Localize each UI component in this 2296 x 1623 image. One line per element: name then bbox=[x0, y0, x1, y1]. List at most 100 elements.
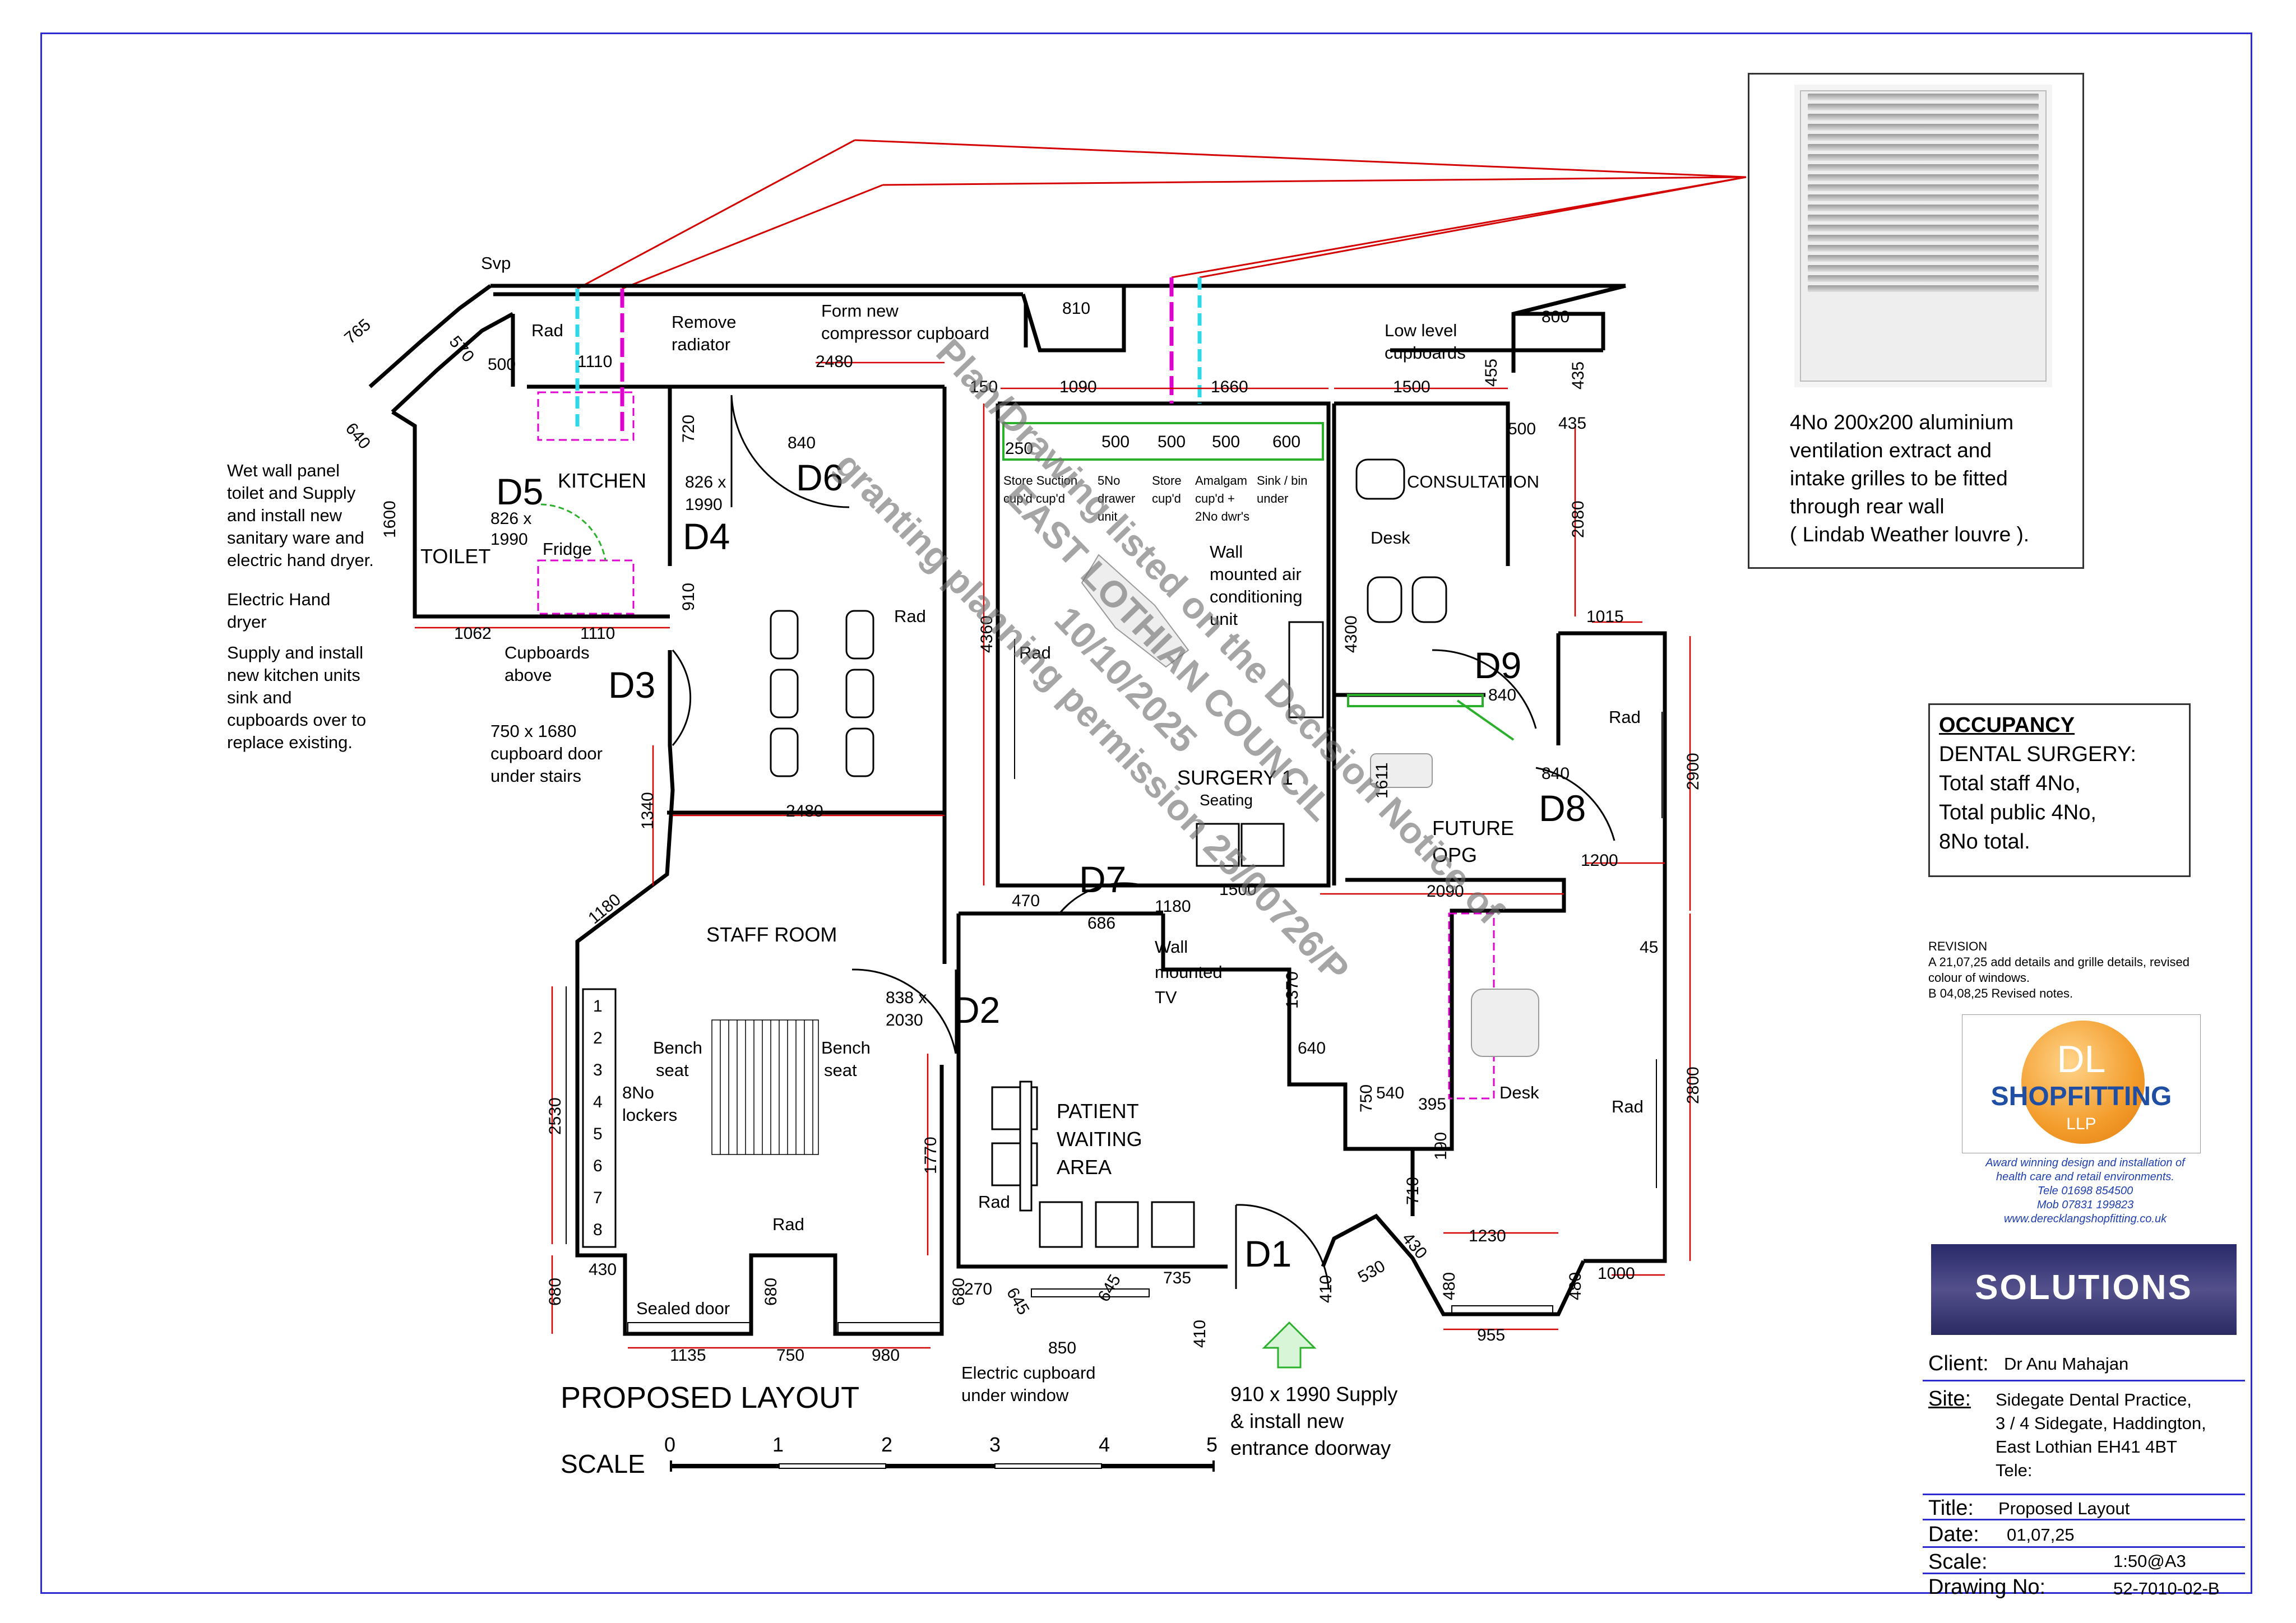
grille-leader-lines bbox=[577, 139, 1747, 290]
svg-text:1180: 1180 bbox=[1155, 897, 1191, 916]
room-waiting-2: WAITING bbox=[1057, 1128, 1142, 1151]
svg-text:& install new: & install new bbox=[1230, 1409, 1344, 1432]
svg-text:entrance doorway: entrance doorway bbox=[1230, 1436, 1391, 1459]
svg-text:above: above bbox=[504, 665, 552, 685]
dimension-lines bbox=[415, 361, 1691, 1349]
svg-text:840: 840 bbox=[1542, 764, 1570, 783]
rad-label-waiting: Rad bbox=[978, 1192, 1010, 1212]
svg-text:Electric cupboard: Electric cupboard bbox=[961, 1363, 1096, 1383]
door-label-d3: D3 bbox=[608, 664, 655, 706]
svg-text:850: 850 bbox=[1048, 1339, 1076, 1357]
revision-line: B 04,08,25 Revised notes. bbox=[1928, 986, 2073, 1000]
layout-title: PROPOSED LAYOUT bbox=[561, 1381, 859, 1415]
windows bbox=[566, 639, 1663, 1333]
svg-text:270: 270 bbox=[964, 1280, 992, 1299]
bench-seat bbox=[711, 1019, 819, 1155]
svg-text:1200: 1200 bbox=[1581, 851, 1618, 870]
note-hand-dryer: Electric Hand dryer bbox=[227, 590, 330, 632]
svg-text:Supply and install: Supply and install bbox=[227, 643, 363, 662]
note-entrance: 910 x 1990 Supply & install new entrance… bbox=[1230, 1383, 1397, 1459]
unit-drawer-1: 5No bbox=[1098, 474, 1120, 488]
room-surgery-1: SURGERY 1 bbox=[1177, 766, 1293, 789]
svg-text:electric hand dryer.: electric hand dryer. bbox=[227, 550, 374, 570]
revision-title: REVISION bbox=[1928, 939, 1988, 953]
door-label-d4: D4 bbox=[683, 516, 730, 557]
company-logo: DL SHOPFITTING LLP bbox=[1962, 1014, 2201, 1153]
svg-text:410: 410 bbox=[1317, 1275, 1335, 1303]
svg-text:1611: 1611 bbox=[1373, 762, 1391, 799]
rad-label-right: Rad bbox=[1612, 1097, 1644, 1116]
svg-text:1110: 1110 bbox=[577, 353, 612, 371]
svg-text:765: 765 bbox=[341, 316, 374, 347]
company-website-link[interactable]: www.derecklangshopfitting.co.uk bbox=[2003, 1213, 2167, 1225]
note-stairs-cupboard: 750 x 1680 cupboard door under stairs bbox=[490, 721, 603, 786]
svg-text:2080: 2080 bbox=[1569, 500, 1587, 538]
scale-row: Scale: 1:50@A3 bbox=[1923, 1548, 2245, 1574]
svg-text:2530: 2530 bbox=[546, 1097, 564, 1135]
svg-text:1000: 1000 bbox=[1598, 1264, 1635, 1283]
d5-size-2: 1990 bbox=[490, 530, 528, 549]
aircon-4: unit bbox=[1210, 609, 1238, 629]
svg-text:750: 750 bbox=[1357, 1084, 1376, 1112]
ventilation-pipes bbox=[575, 277, 1202, 432]
svg-text:and install new: and install new bbox=[227, 506, 342, 525]
svg-text:500: 500 bbox=[1101, 433, 1130, 451]
svg-text:under stairs: under stairs bbox=[490, 766, 581, 786]
lockers-2: lockers bbox=[622, 1105, 677, 1125]
note-kitchen-units: Supply and install new kitchen units sin… bbox=[227, 643, 366, 752]
svg-text:Cupboards: Cupboards bbox=[504, 643, 590, 662]
svg-text:sanitary ware and: sanitary ware and bbox=[227, 528, 364, 548]
d2-size-2: 2030 bbox=[886, 1011, 923, 1030]
svg-text:2800: 2800 bbox=[1684, 1066, 1702, 1104]
svg-text:new kitchen units: new kitchen units bbox=[227, 665, 360, 685]
svg-text:710: 710 bbox=[1404, 1177, 1422, 1205]
room-toilet: TOILET bbox=[420, 545, 490, 568]
scale-tick-3: 3 bbox=[989, 1433, 1001, 1456]
note-electric-cupboard: Electric cupboard under window bbox=[961, 1363, 1096, 1405]
svg-text:980: 980 bbox=[872, 1346, 900, 1365]
remove-rad-2: radiator bbox=[672, 335, 730, 354]
svg-text:toilet and Supply: toilet and Supply bbox=[227, 483, 356, 503]
logo-circle bbox=[2021, 1021, 2145, 1144]
rad-label-surgery: Rad bbox=[1019, 643, 1051, 662]
bench-left-2: seat bbox=[656, 1060, 689, 1080]
svg-text:1770: 1770 bbox=[922, 1137, 940, 1174]
aircon-2: mounted air bbox=[1210, 564, 1302, 584]
occupancy-line: DENTAL SURGERY: bbox=[1939, 743, 2136, 766]
title-row: Title: Proposed Layout bbox=[1923, 1495, 2245, 1520]
svg-text:500: 500 bbox=[1212, 433, 1240, 451]
locker-6: 6 bbox=[593, 1157, 603, 1175]
unit-store-suction-2: cup'd cup'd bbox=[1003, 491, 1065, 506]
door-label-d9: D9 bbox=[1474, 644, 1521, 686]
bench-right-1: Bench bbox=[821, 1038, 871, 1058]
scale-tick-5: 5 bbox=[1206, 1433, 1218, 1456]
svg-text:Electric Hand: Electric Hand bbox=[227, 590, 330, 609]
svg-text:1500: 1500 bbox=[1219, 880, 1257, 899]
svg-text:455: 455 bbox=[1482, 359, 1501, 387]
svg-text:1062: 1062 bbox=[454, 624, 492, 643]
svg-text:2480: 2480 bbox=[786, 802, 823, 820]
svg-text:955: 955 bbox=[1477, 1326, 1505, 1344]
low-cupboards-1: Low level bbox=[1385, 321, 1457, 340]
svg-text:190: 190 bbox=[1432, 1132, 1450, 1160]
unit-amalgam-3: 2No dwr's bbox=[1195, 509, 1249, 523]
louvre-grille-image bbox=[1794, 85, 2052, 387]
svg-text:4360: 4360 bbox=[978, 615, 996, 653]
svg-text:under window: under window bbox=[961, 1385, 1069, 1405]
svg-text:1135: 1135 bbox=[670, 1346, 706, 1365]
worktops bbox=[1002, 422, 1515, 741]
rad-label-staff: Rad bbox=[894, 606, 926, 626]
svg-text:1500: 1500 bbox=[1393, 378, 1431, 396]
remove-rad-1: Remove bbox=[672, 312, 736, 332]
locker-7: 7 bbox=[593, 1189, 603, 1207]
seating-label: Seating bbox=[1200, 791, 1253, 809]
svg-text:435: 435 bbox=[1558, 414, 1586, 433]
drawing-number-row: Drawing No: 52-7010-02-B bbox=[1928, 1575, 2220, 1599]
unit-amalgam-2: cup'd + bbox=[1195, 491, 1235, 506]
occupancy-heading: OCCUPANCY bbox=[1939, 713, 2075, 737]
svg-text:480: 480 bbox=[1566, 1272, 1585, 1300]
unit-store-1: Store bbox=[1152, 474, 1182, 488]
locker-3: 3 bbox=[593, 1061, 603, 1079]
svg-text:910 x 1990 Supply: 910 x 1990 Supply bbox=[1230, 1383, 1397, 1406]
